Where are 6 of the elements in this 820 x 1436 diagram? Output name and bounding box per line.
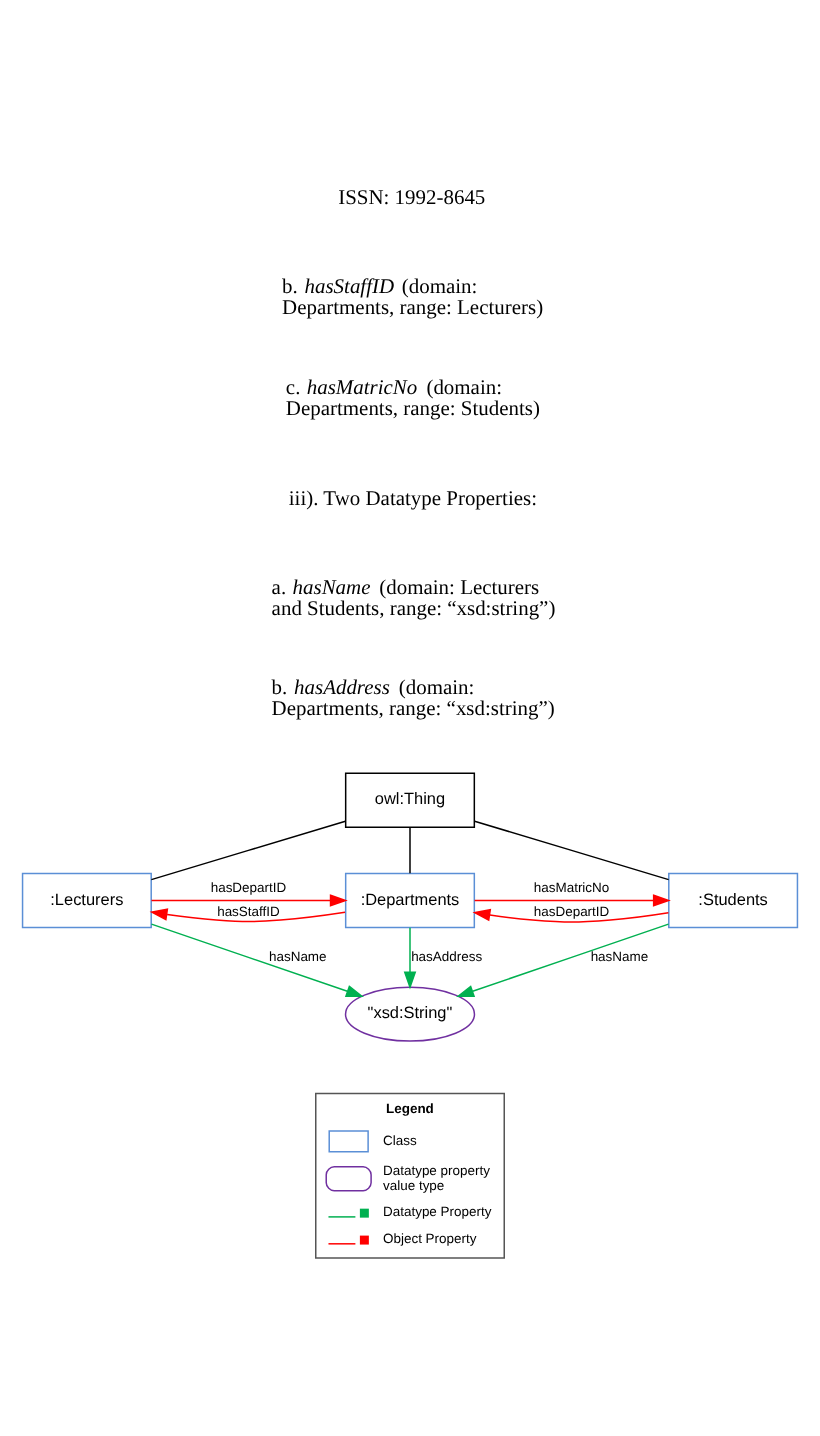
label: b. hasStaffID (domain: Departments, range: Lecturers) — [282, 277, 544, 321]
label: a. hasName (domain: Lecturers and Students, range: “xsd:string”) — [271, 578, 556, 622]
label: ISSN: 1992-8645 — [338, 188, 486, 211]
label: c. hasMatricNo (domain: Departments, range: Students) — [285, 377, 540, 421]
label: iii). Two Datatype Properties: — [288, 489, 538, 512]
label: b. hasAddress (domain: Departments, range: “xsd:string”) — [271, 678, 555, 722]
